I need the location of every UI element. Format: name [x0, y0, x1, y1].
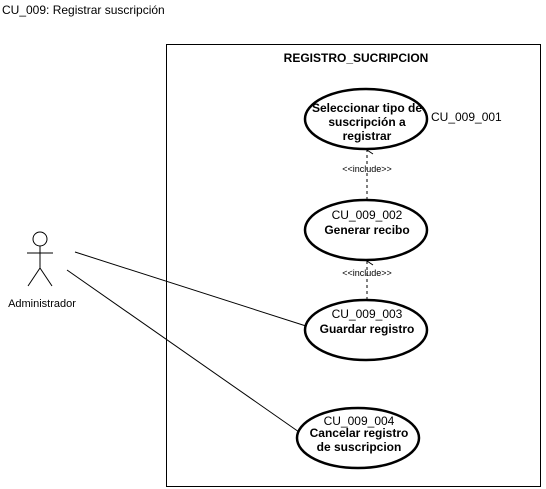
- use-case-ellipse[interactable]: [295, 406, 421, 470]
- use-case-line: registrar: [343, 129, 392, 143]
- use-case-line: Guardar registro: [320, 322, 415, 336]
- use-case-ellipse[interactable]: [303, 198, 429, 262]
- use-case-cancelar-registro[interactable]: CU_009_004 Cancelar registro de suscripc…: [295, 406, 421, 470]
- use-case-line: Seleccionar tipo de: [312, 101, 422, 115]
- include-label-2: <<include>>: [342, 268, 392, 278]
- use-case-line: Generar recibo: [324, 223, 409, 237]
- use-case-line: CU_009_003: [332, 307, 403, 321]
- diagram-title: CU_009: Registrar suscripción: [2, 3, 165, 17]
- actor-label: Administrador: [8, 298, 76, 310]
- use-case-id-label: CU_009_001: [431, 110, 502, 124]
- use-case-line: Cancelar registro: [310, 426, 409, 440]
- use-case-line: suscripción a: [328, 115, 406, 129]
- use-case-ellipse[interactable]: [303, 87, 429, 151]
- use-case-guardar-registro[interactable]: CU_009_003 Guardar registro: [303, 298, 429, 362]
- association-line-guardar[interactable]: [74, 251, 307, 327]
- use-case-generar-recibo[interactable]: CU_009_002 Generar recibo: [303, 198, 429, 262]
- actor-administrador[interactable]: [27, 231, 53, 287]
- use-case-line: CU_009_002: [332, 208, 403, 222]
- association-line-cancelar[interactable]: [66, 269, 300, 433]
- use-case-ellipse[interactable]: [303, 298, 429, 362]
- actor-left-leg: [27, 267, 41, 287]
- use-case-line: de suscripcion: [317, 440, 402, 454]
- include-label-1: <<include>>: [342, 164, 392, 174]
- actor-right-leg: [39, 267, 53, 287]
- use-case-seleccionar-tipo[interactable]: Seleccionar tipo de suscripción a regist…: [303, 87, 429, 151]
- actor-head: [32, 231, 48, 247]
- system-boundary-title: REGISTRO_SUCRIPCION: [284, 51, 429, 65]
- use-case-line: CU_009_004: [324, 414, 395, 428]
